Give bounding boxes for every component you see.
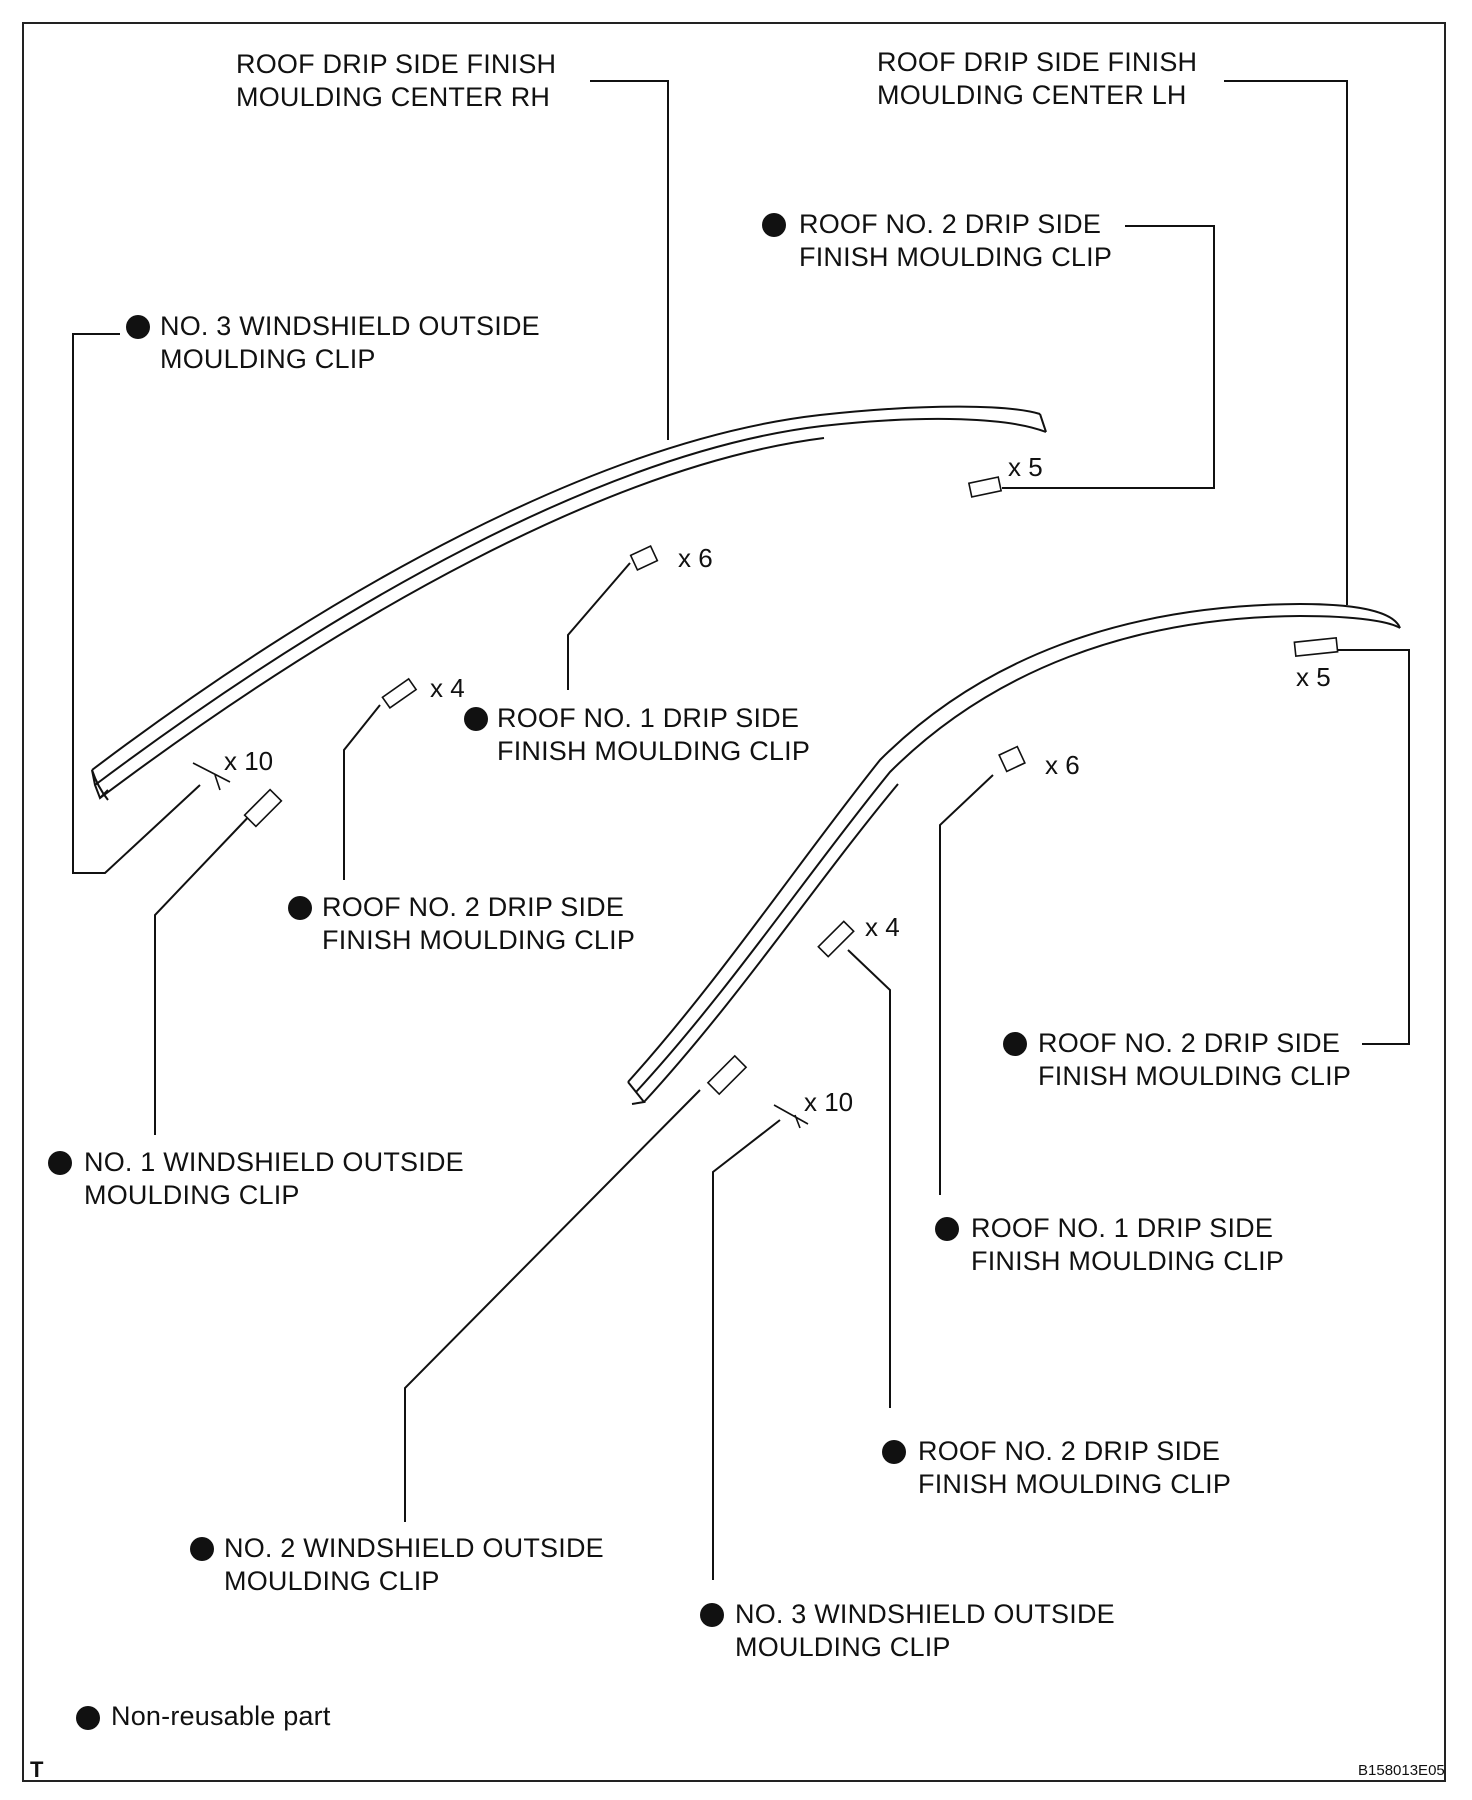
label-no3-windshield-bottom: NO. 3 WINDSHIELD OUTSIDE MOULDING CLIP: [735, 1598, 1115, 1664]
label-line: ROOF NO. 1 DRIP SIDE: [971, 1213, 1274, 1243]
moulding-center-lh: [627, 602, 1401, 1105]
corner-mark: T: [30, 1757, 44, 1782]
non-reusable-dot: [1003, 1032, 1027, 1056]
label-line: ROOF NO. 2 DRIP SIDE: [799, 209, 1102, 239]
label-no2-windshield: NO. 2 WINDSHIELD OUTSIDE MOULDING CLIP: [224, 1532, 604, 1598]
label-line: ROOF NO. 2 DRIP SIDE: [918, 1436, 1221, 1466]
label-line: NO. 2 WINDSHIELD OUTSIDE: [224, 1533, 604, 1563]
label-no3-windshield-left: NO. 3 WINDSHIELD OUTSIDE MOULDING CLIP: [160, 310, 540, 376]
label-line: ROOF DRIP SIDE FINISH: [877, 47, 1198, 77]
non-reusable-dot: [126, 315, 150, 339]
label-roof-no1-clip-right: ROOF NO. 1 DRIP SIDE FINISH MOULDING CLI…: [971, 1212, 1284, 1278]
label-roof-no2-clip-right: ROOF NO. 2 DRIP SIDE FINISH MOULDING CLI…: [1038, 1027, 1351, 1093]
label-line: FINISH MOULDING CLIP: [1038, 1061, 1352, 1091]
label-line: MOULDING CLIP: [224, 1566, 440, 1596]
non-reusable-dot: [48, 1151, 72, 1175]
label-line: ROOF DRIP SIDE FINISH: [236, 49, 557, 79]
non-reusable-dot: [464, 707, 488, 731]
clip-icons: [192, 476, 1339, 1129]
label-line: FINISH MOULDING CLIP: [918, 1469, 1232, 1499]
label-no1-windshield-left: NO. 1 WINDSHIELD OUTSIDE MOULDING CLIP: [84, 1146, 464, 1212]
label-line: MOULDING CLIP: [84, 1180, 300, 1210]
qty-right-x6: x 6: [1045, 750, 1080, 780]
legend-text: Non-reusable part: [111, 1701, 331, 1731]
label-line: ROOF NO. 2 DRIP SIDE: [322, 892, 625, 922]
label-moulding-center-lh: ROOF DRIP SIDE FINISH MOULDING CENTER LH: [877, 46, 1197, 112]
qty-left-x6: x 6: [678, 543, 713, 573]
qty-left-x10: x 10: [224, 746, 274, 776]
legend-dot: [76, 1706, 100, 1730]
label-line: FINISH MOULDING CLIP: [322, 925, 636, 955]
non-reusable-dot: [882, 1440, 906, 1464]
qty-right-x5: x 5: [1296, 662, 1331, 692]
non-reusable-dot: [288, 896, 312, 920]
figure-frame: [22, 22, 1446, 1782]
moulding-center-rh: [91, 405, 1047, 801]
leader-lines: [72, 80, 1410, 1580]
label-line: ROOF NO. 2 DRIP SIDE: [1038, 1028, 1341, 1058]
label-line: MOULDING CENTER LH: [877, 80, 1187, 110]
label-roof-no1-clip-left: ROOF NO. 1 DRIP SIDE FINISH MOULDING CLI…: [497, 702, 810, 768]
non-reusable-dot: [935, 1217, 959, 1241]
qty-top-x5: x 5: [1008, 452, 1043, 482]
label-roof-no2-clip-top: ROOF NO. 2 DRIP SIDE FINISH MOULDING CLI…: [799, 208, 1112, 274]
label-line: NO. 3 WINDSHIELD OUTSIDE: [160, 311, 540, 341]
qty-right-x10: x 10: [804, 1087, 854, 1117]
label-line: NO. 1 WINDSHIELD OUTSIDE: [84, 1147, 464, 1177]
label-line: MOULDING CENTER RH: [236, 82, 551, 112]
label-moulding-center-rh: ROOF DRIP SIDE FINISH MOULDING CENTER RH: [236, 48, 556, 114]
label-line: NO. 3 WINDSHIELD OUTSIDE: [735, 1599, 1115, 1629]
non-reusable-dot: [700, 1603, 724, 1627]
label-line: FINISH MOULDING CLIP: [799, 242, 1113, 272]
label-line: FINISH MOULDING CLIP: [971, 1246, 1285, 1276]
qty-left-x4: x 4: [430, 673, 465, 703]
figure-code: B158013E05: [1358, 1762, 1445, 1779]
label-line: MOULDING CLIP: [160, 344, 376, 374]
label-line: ROOF NO. 1 DRIP SIDE: [497, 703, 800, 733]
label-line: FINISH MOULDING CLIP: [497, 736, 811, 766]
non-reusable-dot: [762, 213, 786, 237]
qty-right-x4: x 4: [865, 912, 900, 942]
non-reusable-dot: [190, 1537, 214, 1561]
label-roof-no2-clip-left: ROOF NO. 2 DRIP SIDE FINISH MOULDING CLI…: [322, 891, 635, 957]
label-roof-no2-clip-bottom: ROOF NO. 2 DRIP SIDE FINISH MOULDING CLI…: [918, 1435, 1231, 1501]
label-line: MOULDING CLIP: [735, 1632, 951, 1662]
